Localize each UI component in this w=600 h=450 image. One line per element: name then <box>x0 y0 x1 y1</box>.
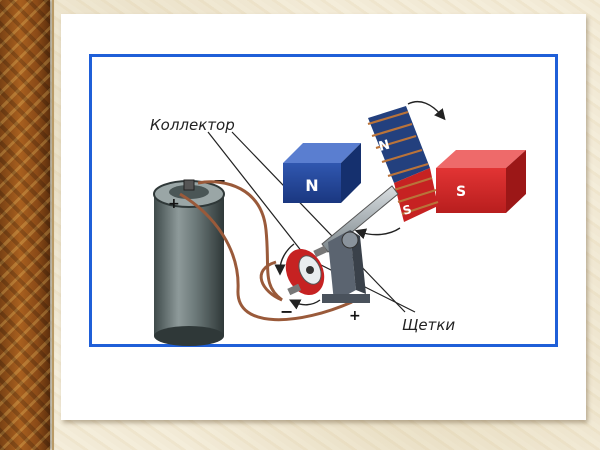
wires <box>179 180 353 322</box>
rotation-arrows <box>274 100 446 310</box>
rotor-south-label: S <box>401 202 413 218</box>
north-magnet-label: N <box>305 176 318 195</box>
battery <box>153 179 225 346</box>
brushes-label: Щетки <box>402 316 456 334</box>
commutator <box>285 245 328 296</box>
decorative-side-strip <box>0 0 50 450</box>
strip-divider <box>52 0 54 450</box>
south-magnet-label: S <box>456 184 466 200</box>
bearing-stand <box>322 230 370 303</box>
battery-minus-sign: − <box>213 171 226 190</box>
north-magnet <box>283 143 361 203</box>
collector-label: Коллектор <box>150 116 235 134</box>
terminal-minus-sign: − <box>280 302 293 321</box>
rotor-north-label: N <box>377 138 391 155</box>
rotor-coil <box>367 106 439 222</box>
battery-plus-sign: + <box>168 196 180 212</box>
terminal-plus-sign: + <box>349 308 361 324</box>
south-magnet <box>436 150 526 213</box>
